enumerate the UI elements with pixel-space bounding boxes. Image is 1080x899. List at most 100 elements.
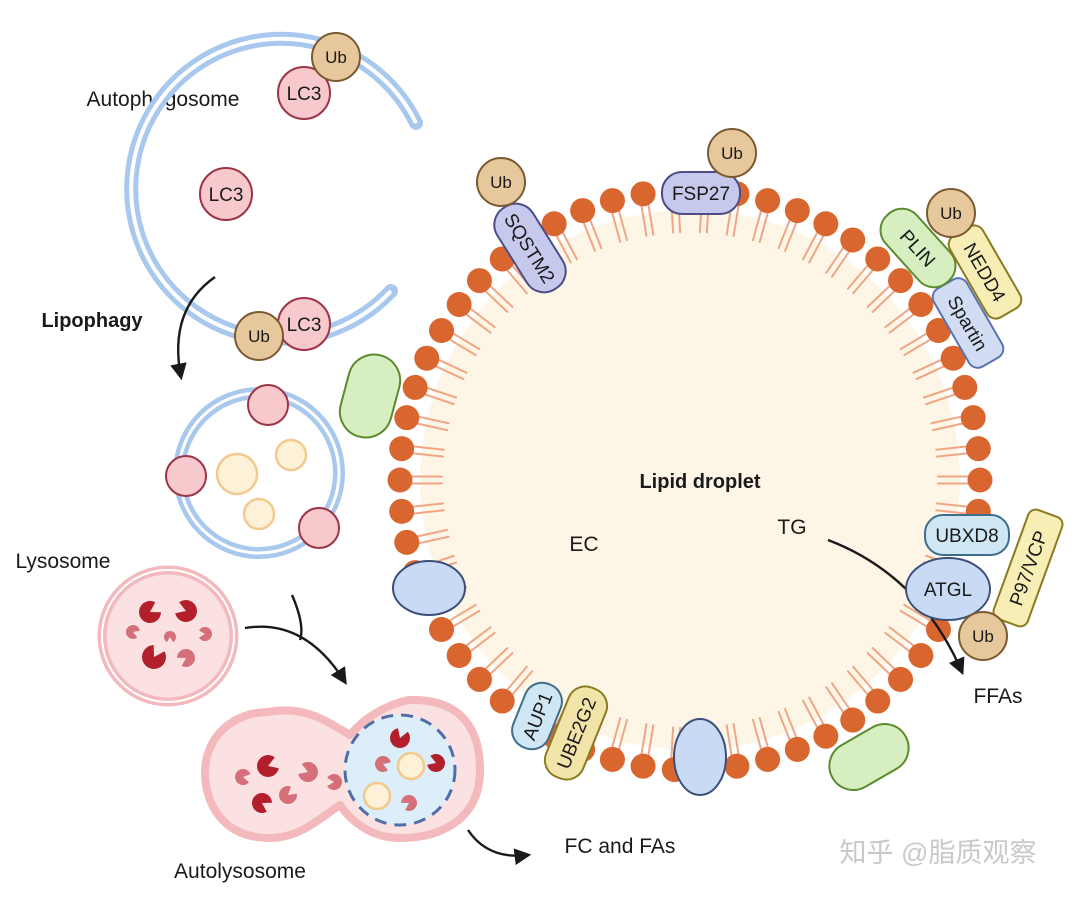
svg-text:Ub: Ub xyxy=(325,48,347,67)
lipid-tail xyxy=(871,647,896,670)
lipid-head xyxy=(925,317,951,343)
lipid-tail xyxy=(469,631,496,653)
lipid-tail xyxy=(561,231,578,261)
enzyme-icon xyxy=(142,645,166,669)
small-lipid-droplet xyxy=(242,497,276,531)
lipid-tail xyxy=(469,307,496,329)
enzyme-icon xyxy=(175,600,197,622)
watermark: 知乎 @脂质观察 xyxy=(840,838,1037,868)
enzyme-icon xyxy=(126,625,140,639)
lipid-tail xyxy=(825,686,845,714)
lc3-dot xyxy=(247,384,289,426)
enzyme-icon xyxy=(390,728,410,748)
autophagosome-membrane xyxy=(124,31,423,346)
lipid-tail xyxy=(888,313,915,334)
lipid-tail xyxy=(866,652,891,675)
lipid-tail xyxy=(852,665,874,691)
lipid-tail xyxy=(808,235,825,264)
enzyme-icon xyxy=(235,769,251,785)
lipid-head xyxy=(840,227,866,253)
lipid-head xyxy=(755,188,781,214)
lipid-tail xyxy=(899,332,928,351)
lipid-tail xyxy=(465,626,492,647)
lipid-tail xyxy=(846,670,869,696)
lipid-head xyxy=(394,405,420,431)
svg-text:LC3: LC3 xyxy=(287,84,322,105)
lipid-tail xyxy=(732,205,740,237)
svg-text:ATGL: ATGL xyxy=(924,580,972,601)
enzyme-icon xyxy=(177,649,195,667)
svg-text:Ub: Ub xyxy=(972,627,994,646)
ubxd8-protein: UBXD8 xyxy=(924,514,1010,556)
lipid-head xyxy=(446,643,472,669)
fc-fas-label: FC and FAs xyxy=(565,835,676,858)
autolysosome-label: Autolysosome xyxy=(174,860,306,883)
lipid-head xyxy=(784,198,810,224)
fsp27-protein: FSP27 xyxy=(661,171,741,215)
lipid-head xyxy=(414,345,440,371)
enzyme-icon xyxy=(139,601,161,623)
lipid-tail xyxy=(935,502,968,508)
lipid-tail xyxy=(935,452,968,458)
blue-protein-bottom xyxy=(673,718,727,796)
lipid-tail xyxy=(416,528,449,538)
lipid-tail xyxy=(589,219,603,250)
lipophagy-label: Lipophagy xyxy=(41,310,143,332)
lipid-tail xyxy=(484,290,509,313)
tg-label: TG xyxy=(777,516,806,539)
lc3-bottom-ub: Ub xyxy=(234,311,284,361)
lipid-tail xyxy=(416,422,449,432)
lipid-head xyxy=(960,405,986,431)
lipid-tail xyxy=(412,502,445,508)
lipid-droplet-label: Lipid droplet xyxy=(639,471,760,493)
lipid-tail xyxy=(611,717,622,748)
green-protein-left xyxy=(338,353,402,439)
lipid-head xyxy=(387,467,413,493)
small-lipid-droplet xyxy=(215,452,259,496)
lipid-tail xyxy=(506,665,528,691)
lipid-head xyxy=(940,345,966,371)
lipid-tail xyxy=(418,415,450,425)
lipid-tail xyxy=(808,696,825,725)
lipid-head xyxy=(888,268,914,294)
lipid-head xyxy=(599,746,625,772)
fusion-arrow-lysosome xyxy=(244,625,347,685)
lipid-tail xyxy=(802,231,819,261)
lipid-head xyxy=(813,723,839,749)
lipid-tail xyxy=(484,647,509,670)
lipid-head xyxy=(389,498,415,524)
svg-text:Ub: Ub xyxy=(721,144,743,163)
lipid-tail xyxy=(758,212,769,243)
lipid-tail xyxy=(555,235,572,264)
lysosome-enzymes xyxy=(126,600,212,669)
lipid-tail xyxy=(899,609,928,628)
small-lipid-droplet xyxy=(362,781,392,811)
lipid-tail xyxy=(915,365,945,381)
lipid-tail xyxy=(465,313,492,334)
enzyme-icon xyxy=(199,627,212,641)
enzyme-icon xyxy=(252,793,272,813)
lipid-head xyxy=(630,181,656,207)
svg-text:Ub: Ub xyxy=(490,173,512,192)
blue-protein-left xyxy=(392,560,466,616)
lipid-tail xyxy=(670,726,675,759)
lipid-tail xyxy=(448,338,477,357)
lipid-head xyxy=(599,188,625,214)
autophagosome-vesicle xyxy=(165,384,345,559)
lipid-head xyxy=(630,753,656,779)
lipid-tail xyxy=(424,393,455,406)
lipid-tail xyxy=(448,603,477,622)
autolysosome-enzymes xyxy=(235,728,445,813)
lipid-tail xyxy=(511,670,534,696)
lipid-tail xyxy=(758,717,769,748)
lipid-head xyxy=(429,617,455,643)
lipid-tail xyxy=(489,285,514,308)
lipid-tail xyxy=(930,415,962,425)
small-lipid-droplet xyxy=(396,751,426,781)
lc3-bottom: LC3 xyxy=(277,297,331,351)
lipid-head xyxy=(541,211,567,237)
svg-text:LC3: LC3 xyxy=(209,185,244,206)
lipid-tail xyxy=(866,285,891,308)
lipid-tail xyxy=(825,246,845,274)
